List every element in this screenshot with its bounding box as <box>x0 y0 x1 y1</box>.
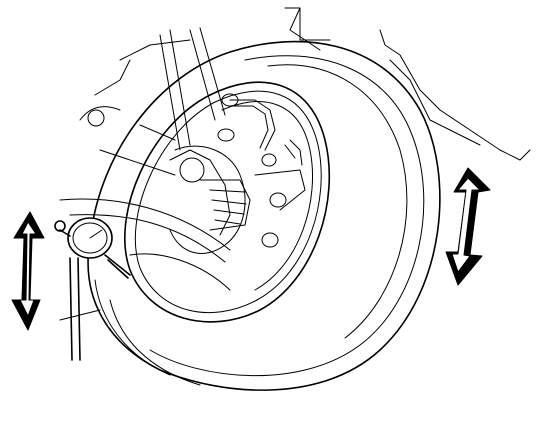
tire <box>87 40 441 391</box>
brake-line <box>229 99 303 166</box>
rotation-arrow <box>445 167 491 286</box>
wheel-hub <box>169 93 306 254</box>
suspension <box>59 27 231 291</box>
wheel-rim <box>124 81 331 323</box>
vehicle-body-lines <box>79 7 531 161</box>
up-down-arrow <box>11 211 45 331</box>
dial-indicator <box>54 217 131 361</box>
